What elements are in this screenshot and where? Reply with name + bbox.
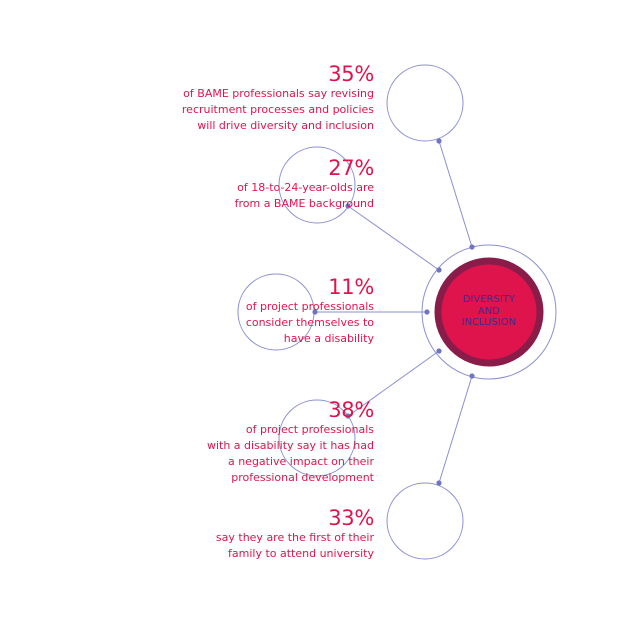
hub-label-line1: DIVERSITY [462, 294, 516, 305]
stat-desc-line: a negative impact on their [227, 455, 374, 468]
connector-27 [347, 205, 440, 271]
stat-desc-line: of project professionals [245, 423, 374, 436]
hub-label: DIVERSITY AND INCLUSION [449, 294, 529, 329]
node-dot-33-outer [436, 480, 442, 486]
connector-38 [347, 350, 440, 417]
node-dot-35-outer [436, 138, 442, 144]
node-circle-38 [278, 399, 356, 477]
node-circle-33 [386, 482, 464, 560]
stat-block-35: 35% of BAME professionals say revising r… [182, 62, 374, 134]
stat-block-33: 33% say they are the first of their fami… [216, 506, 374, 562]
hub-label-line2: AND [477, 305, 501, 317]
node-dot-27-inner [436, 267, 442, 273]
node-dot-38-inner [436, 348, 442, 354]
stat-desc-line: say they are the first of their [215, 531, 374, 544]
stat-desc-line: of 18-to-24-year-olds are [237, 181, 374, 194]
node-circle-35 [386, 64, 464, 142]
connector-35 [438, 140, 473, 248]
stat-desc-line: of BAME professionals say revising [183, 87, 374, 100]
stat-percent: 35% [328, 62, 374, 86]
node-circle-27 [278, 146, 356, 224]
connector-33 [438, 375, 473, 484]
hub-outer-ring [421, 244, 557, 380]
stat-desc-line: have a disability [283, 332, 374, 345]
stat-desc-line: with a disability say it has had [206, 439, 374, 452]
stat-block-11: 11% of project professionals consider th… [246, 275, 374, 347]
stat-desc-line: from a BAME background [234, 197, 374, 210]
stat-desc-line: recruitment processes and policies [181, 103, 374, 116]
node-dot-35-inner [469, 244, 475, 250]
hub-label-line3: INCLUSION [461, 317, 517, 328]
stat-percent: 11% [328, 275, 374, 299]
stat-desc-line: consider themselves to [245, 316, 374, 329]
hub-circle [434, 257, 544, 367]
node-dot-27-outer [345, 203, 351, 209]
node-dot-11-outer [312, 309, 318, 315]
node-dot-11-inner [424, 309, 430, 315]
stat-percent: 33% [328, 506, 374, 530]
node-dot-33-inner [469, 373, 475, 379]
stat-desc-line: family to attend university [228, 547, 374, 560]
stat-block-38: 38% of project professionals with a disa… [207, 398, 374, 486]
stat-desc-line: of project professionals [245, 300, 374, 313]
stat-desc-line: will drive diversity and inclusion [197, 119, 374, 132]
stat-desc-line: professional development [231, 471, 374, 484]
stat-block-27: 27% of 18-to-24-year-olds are from a BAM… [234, 156, 375, 212]
node-dot-38-outer [345, 413, 351, 419]
stat-percent: 38% [328, 398, 374, 422]
stat-percent: 27% [328, 156, 374, 180]
